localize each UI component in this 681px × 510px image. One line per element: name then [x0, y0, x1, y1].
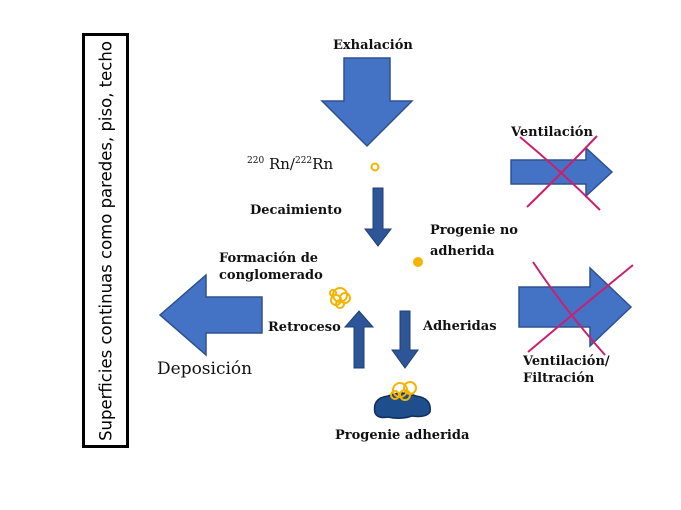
deposition-arrow: [158, 273, 263, 357]
exhalation-arrow: [320, 57, 414, 148]
cluster-label-1: Formación de: [219, 251, 319, 266]
unattached-progeny-label-2: adherida: [430, 244, 495, 259]
cluster-label-2: conglomerado: [219, 268, 323, 283]
radon-label: 220 Rn/222Rn: [247, 155, 333, 173]
ventilation-cross: [519, 135, 601, 211]
ventilation-filtration-arrow: [518, 266, 633, 348]
ventilation-label: Ventilación: [511, 125, 593, 140]
recoil-arrow: [343, 310, 375, 369]
unattached-progeny-dot: [413, 257, 423, 267]
attached-progeny-particles: [390, 381, 417, 401]
recoil-label: Retroceso: [268, 320, 341, 335]
cluster-particle: [329, 287, 351, 309]
unattached-progeny-label-1: Progenie no: [430, 223, 518, 238]
attached-label: Adheridas: [423, 319, 497, 334]
ventilation-filtration-cross: [527, 261, 634, 356]
exhalation-label: Exhalación: [333, 38, 413, 53]
ventilation-filtration-label-2: Filtración: [523, 371, 595, 386]
attached-arrow: [391, 310, 419, 369]
radon-atom: [370, 162, 380, 172]
ventilation-filtration-label-1: Ventilación/: [523, 354, 610, 369]
decay-arrow: [363, 187, 393, 247]
attached-progeny-surface: [373, 392, 431, 420]
radon-rn-1: Rn/: [264, 155, 295, 173]
decay-label: Decaimiento: [250, 203, 342, 218]
radon-isotope-220: 220: [247, 156, 265, 166]
deposition-label: Deposición: [157, 359, 253, 379]
attached-progeny-label: Progenie adherida: [335, 428, 470, 443]
radon-isotope-222: 222: [294, 156, 313, 166]
surfaces-box: Superficies continuas como paredes, piso…: [82, 33, 129, 448]
radon-rn-2: Rn: [312, 155, 334, 173]
